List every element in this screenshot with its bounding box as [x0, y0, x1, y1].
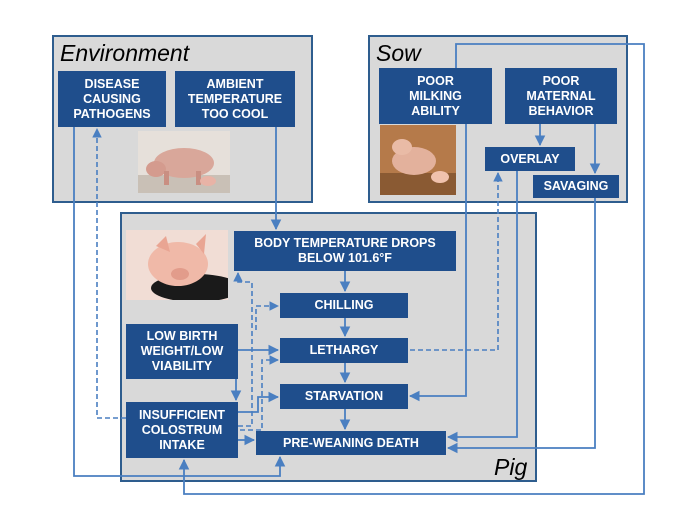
- dashed-lowbirth-to-chilling: [255, 301, 279, 330]
- arrow-overlay-to-death: [446, 171, 518, 443]
- starvation-box: STARVATION: [280, 384, 408, 409]
- pre-weaning-death-box: PRE-WEANING DEATH: [256, 431, 446, 455]
- pig-title: Pig: [494, 454, 528, 480]
- arrow-colostrum-to-starvation: [238, 391, 280, 413]
- low-birth-weight-box: LOW BIRTH WEIGHT/LOW VIABILITY: [126, 324, 238, 379]
- piglet-photo: [126, 230, 228, 300]
- chilling-box: CHILLING: [280, 293, 408, 318]
- arrow-milking-to-starvation: [408, 124, 467, 402]
- pathogens-box: DISEASE CAUSING PATHOGENS: [58, 71, 166, 127]
- sow-nursing-photo: [380, 125, 456, 195]
- dashed-colostrum-to-bodytemp: [233, 272, 253, 427]
- arrow-pathogens-to-death: [73, 127, 286, 477]
- sow-with-piglets-photo: [138, 131, 230, 193]
- arrow-milking-to-colostrum: [178, 43, 645, 495]
- dashed-colostrum-to-pathogens: [92, 128, 126, 419]
- arrow-savaging-to-death: [446, 198, 596, 454]
- ambient-temperature-box: AMBIENT TEMPERATURE TOO COOL: [175, 71, 295, 127]
- environment-title: Environment: [60, 40, 190, 66]
- lethargy-box: LETHARGY: [280, 338, 408, 363]
- body-temperature-box: BODY TEMPERATURE DROPS BELOW 101.6°F: [234, 231, 456, 271]
- savaging-box: SAVAGING: [533, 175, 619, 198]
- poor-milking-box: POOR MILKING ABILITY: [379, 68, 492, 124]
- sow-title: Sow: [376, 40, 421, 66]
- overlay-box: OVERLAY: [485, 147, 575, 171]
- dashed-colostrum-to-lethargy: [240, 355, 279, 431]
- insufficient-colostrum-box: INSUFFICIENT COLOSTRUM INTAKE: [126, 402, 238, 458]
- poor-maternal-box: POOR MATERNAL BEHAVIOR: [505, 68, 617, 124]
- dashed-lethargy-to-overlay: [410, 172, 503, 351]
